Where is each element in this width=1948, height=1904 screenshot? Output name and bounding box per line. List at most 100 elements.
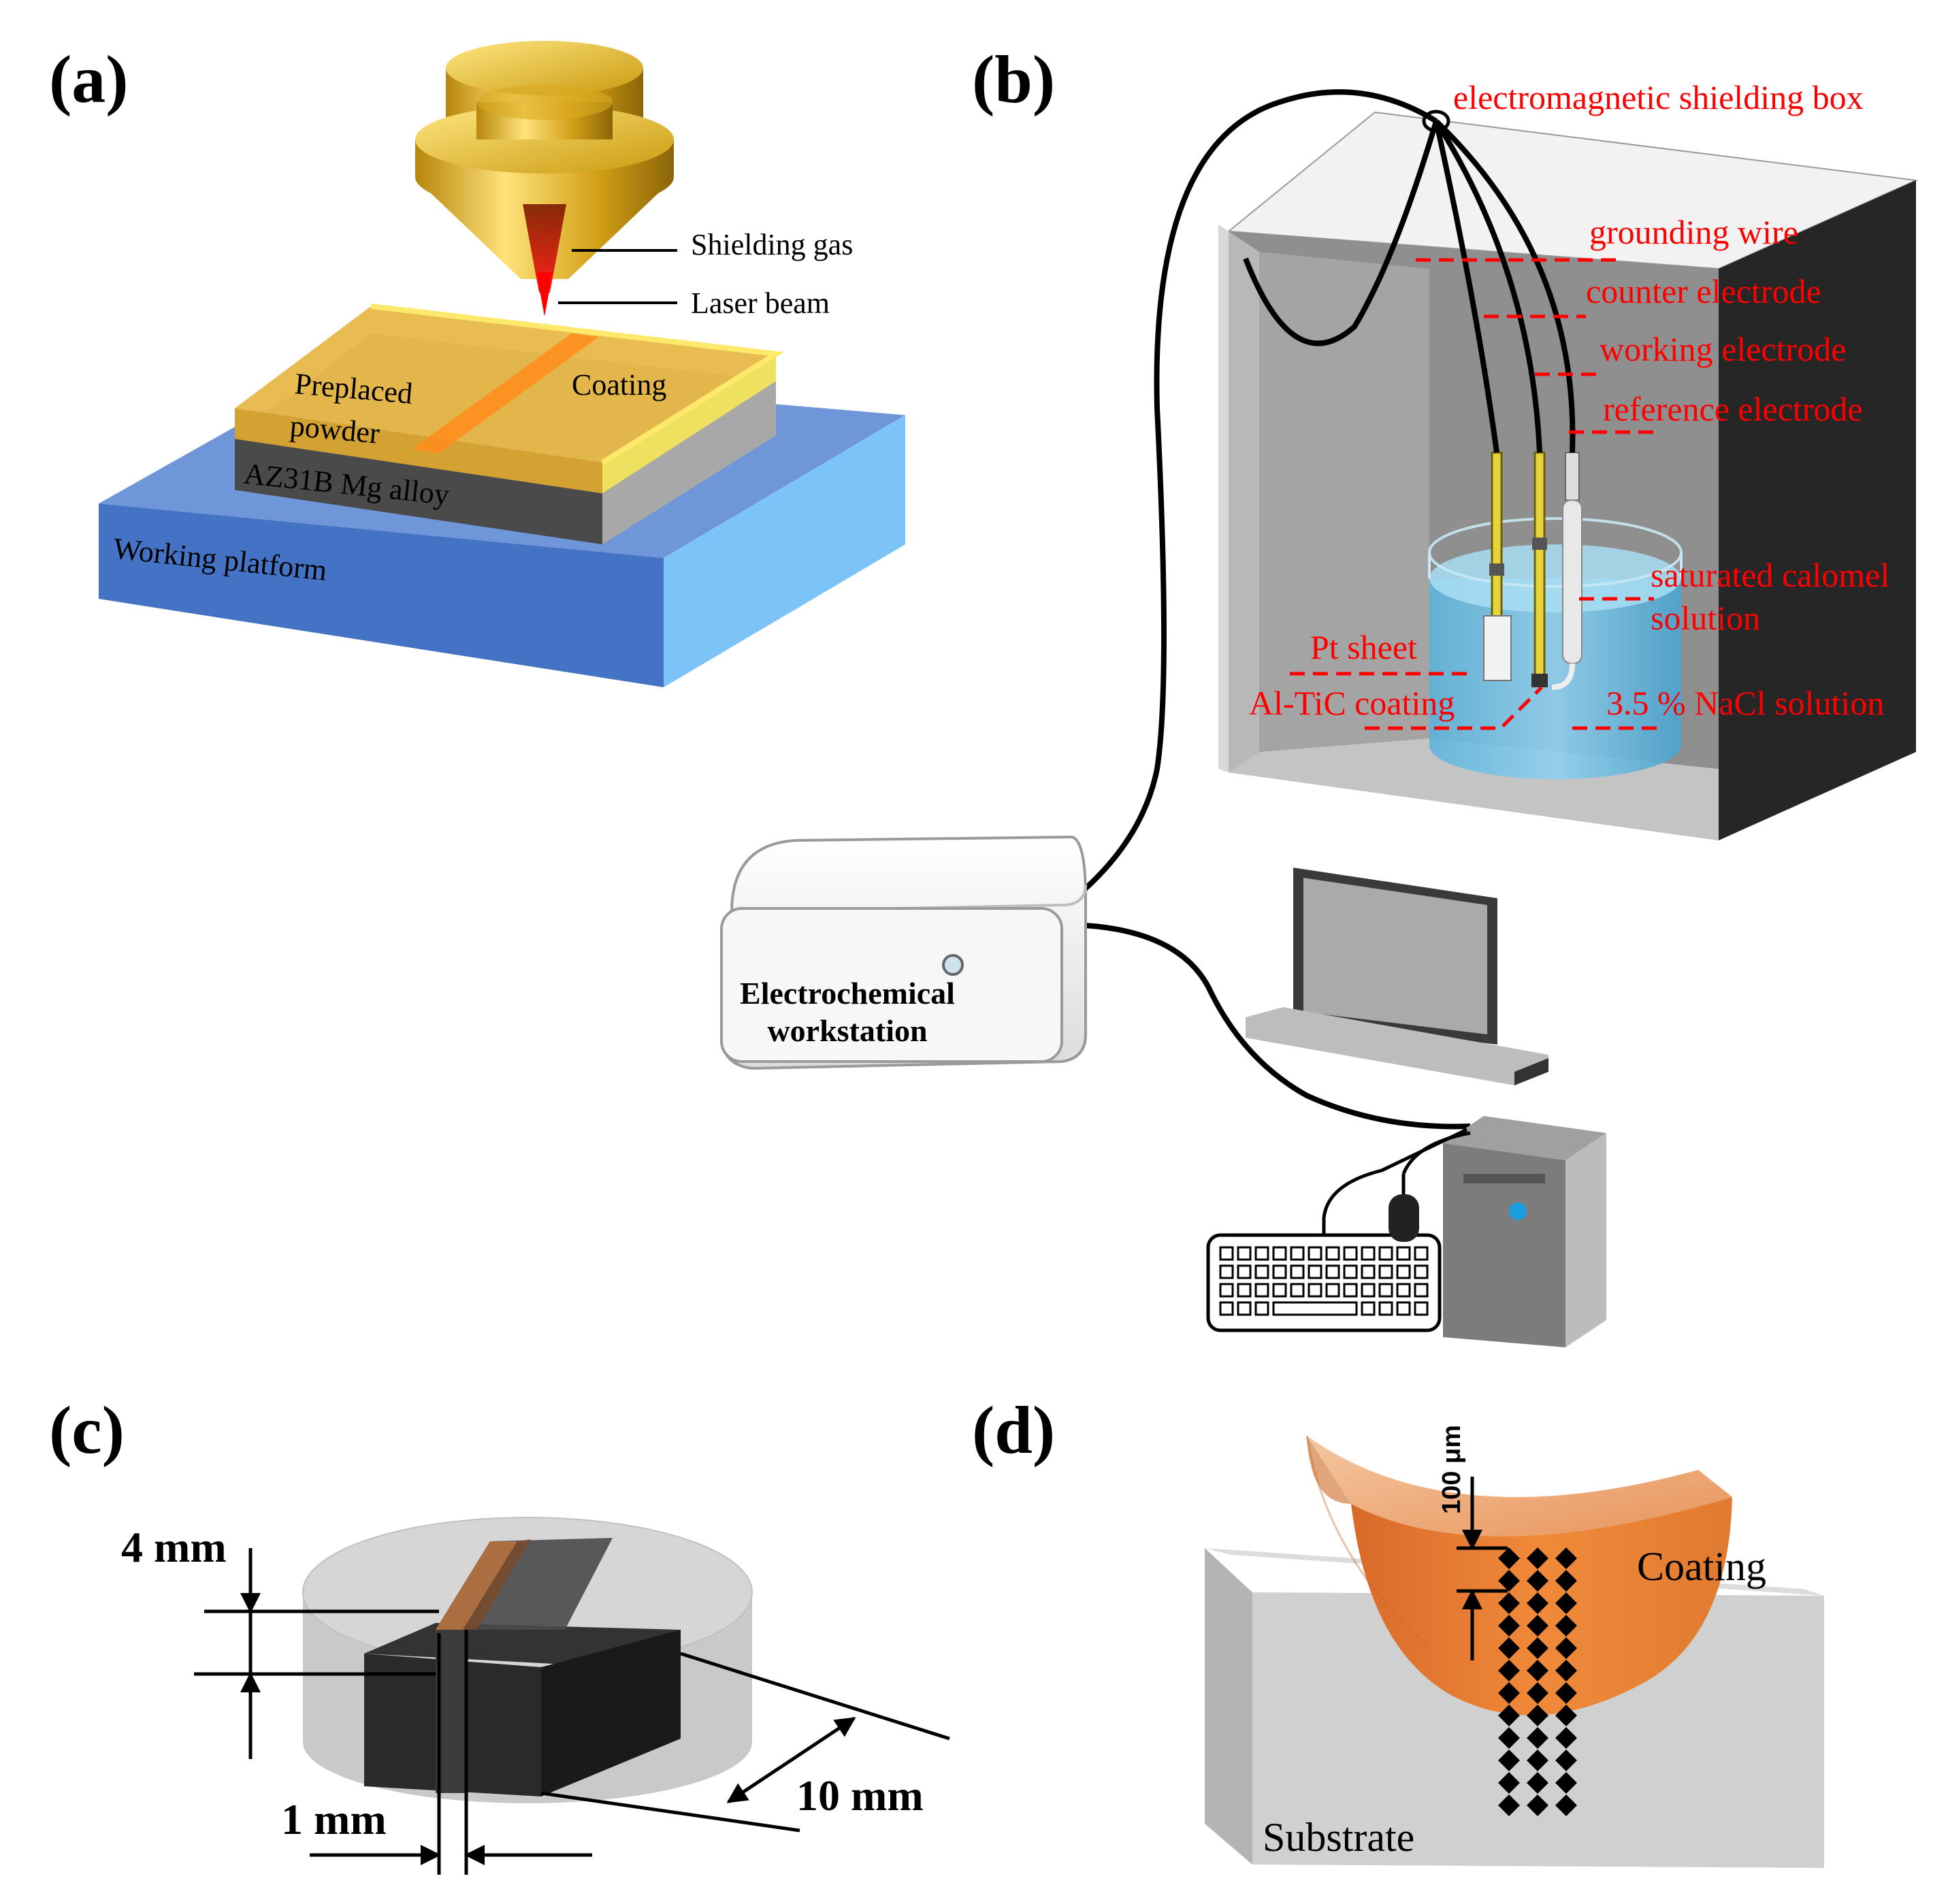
label-powder: powder [289, 409, 381, 450]
keyboard-key [1343, 1246, 1358, 1261]
indent-diamond [1555, 1660, 1577, 1681]
panel-a-label: (a) [49, 42, 129, 117]
indent-diamond [1555, 1547, 1577, 1569]
label-substrate: Substrate [1263, 1815, 1414, 1860]
label-counter-electrode: counter electrode [1586, 272, 1821, 310]
keyboard-key [1396, 1283, 1411, 1298]
label-coating-d: Coating [1637, 1544, 1766, 1589]
label-laser-beam: Laser beam [691, 286, 830, 320]
indent-diamond [1527, 1660, 1548, 1681]
indent-diamond [1498, 1682, 1520, 1704]
panel-c: (c) [49, 1392, 950, 1875]
panel-a: (a) [49, 41, 905, 687]
keyboard-key [1414, 1283, 1429, 1298]
keyboard-key [1396, 1301, 1411, 1316]
laser-nozzle [415, 41, 674, 316]
label-shielding-gas: Shielding gas [691, 228, 853, 261]
keyboard-key [1378, 1246, 1393, 1261]
coating-track [412, 333, 599, 453]
pc-tower [1443, 1116, 1606, 1347]
indent-diamond [1527, 1570, 1548, 1592]
keyboard-key [1290, 1283, 1305, 1298]
keyboard-key [1290, 1264, 1305, 1279]
keyboard-key [1219, 1301, 1234, 1316]
indent-diamond [1498, 1727, 1520, 1749]
label-workstation-1: Electrochemical [740, 976, 955, 1011]
panel-d: (d) 100 μm Coating Substrate [972, 1392, 1824, 1868]
indent-diamond [1527, 1727, 1548, 1749]
keyboard-key [1308, 1283, 1322, 1298]
keyboard-key [1237, 1283, 1252, 1298]
label-reference-electrode: reference electrode [1603, 390, 1863, 428]
indent-diamond [1555, 1705, 1577, 1726]
keyboard-key [1325, 1246, 1340, 1261]
pt-sheet [1483, 615, 1512, 681]
label-altic-coating: Al-TiC coating [1249, 684, 1455, 722]
keyboard-key [1378, 1264, 1393, 1279]
keyboard-key [1237, 1246, 1252, 1261]
indent-diamond [1527, 1705, 1548, 1726]
indent-diamond [1498, 1637, 1520, 1659]
indent-diamond [1527, 1772, 1548, 1794]
keyboard-key [1254, 1246, 1269, 1261]
keyboard-key [1308, 1264, 1322, 1279]
keyboard-key [1378, 1283, 1393, 1298]
sample-block [364, 1538, 681, 1796]
indent-diamond [1527, 1637, 1548, 1659]
keyboard-key [1361, 1264, 1376, 1279]
laser-beam [536, 272, 553, 316]
shielding-gas-cone [523, 204, 566, 293]
keyboard-key [1396, 1264, 1411, 1279]
indent-diamond [1498, 1570, 1520, 1592]
keyboard-key [1325, 1283, 1340, 1298]
keyboard-key [1325, 1264, 1340, 1279]
reference-electrode-body [1562, 499, 1582, 664]
indent-diamond [1527, 1682, 1548, 1704]
label-shielding-box: electromagnetic shielding box [1453, 78, 1864, 116]
indent-diamond [1527, 1547, 1548, 1569]
computer-monitor [1246, 868, 1548, 1085]
altic-sample [1531, 674, 1548, 687]
keyboard-key [1361, 1246, 1376, 1261]
label-pt-sheet: Pt sheet [1310, 628, 1417, 666]
keyboard-key [1414, 1246, 1429, 1261]
beaker [1428, 517, 1683, 779]
label-4mm: 4 mm [121, 1523, 227, 1571]
keyboard-key [1396, 1246, 1411, 1261]
panel-d-label: (d) [972, 1392, 1055, 1468]
annotation-labels: electromagnetic shielding box grounding … [1249, 78, 1889, 722]
indent-diamond [1555, 1592, 1577, 1614]
indent-diamond [1498, 1615, 1520, 1637]
indent-diamond [1498, 1750, 1520, 1771]
keyboard-key [1272, 1246, 1287, 1261]
indent-diamond [1498, 1592, 1520, 1614]
keyboard-key [1414, 1264, 1429, 1279]
keyboard-key [1290, 1246, 1305, 1261]
keyboard-key [1254, 1264, 1269, 1279]
mouse-icon [1389, 1131, 1471, 1242]
indent-diamond [1555, 1615, 1577, 1637]
indent-diamond [1527, 1615, 1548, 1637]
label-calomel-2: solution [1651, 599, 1760, 637]
indent-diamond [1498, 1705, 1520, 1726]
label-working-electrode: working electrode [1600, 330, 1846, 368]
indent-diamond [1555, 1682, 1577, 1704]
label-100um: 100 μm [1438, 1425, 1466, 1514]
label-10mm: 10 mm [796, 1771, 924, 1820]
electrochemical-workstation: Electrochemical workstation [719, 835, 1087, 1070]
keyboard-key [1219, 1264, 1234, 1279]
annotation-leaders [1290, 258, 1661, 730]
label-grounding-wire: grounding wire [1589, 213, 1798, 251]
panel-b-label: (b) [972, 42, 1055, 117]
keyboard-key [1272, 1264, 1287, 1279]
indent-diamond [1498, 1547, 1520, 1569]
label-1mm: 1 mm [281, 1795, 387, 1843]
indent-diamond [1555, 1570, 1577, 1592]
label-calomel-1: saturated calomel [1651, 556, 1889, 594]
keyboard-key [1343, 1264, 1358, 1279]
keyboard-key [1237, 1301, 1252, 1316]
panel-c-label: (c) [49, 1392, 125, 1468]
panel-b: (b) [719, 42, 1919, 1347]
keyboard-key [1343, 1283, 1358, 1298]
